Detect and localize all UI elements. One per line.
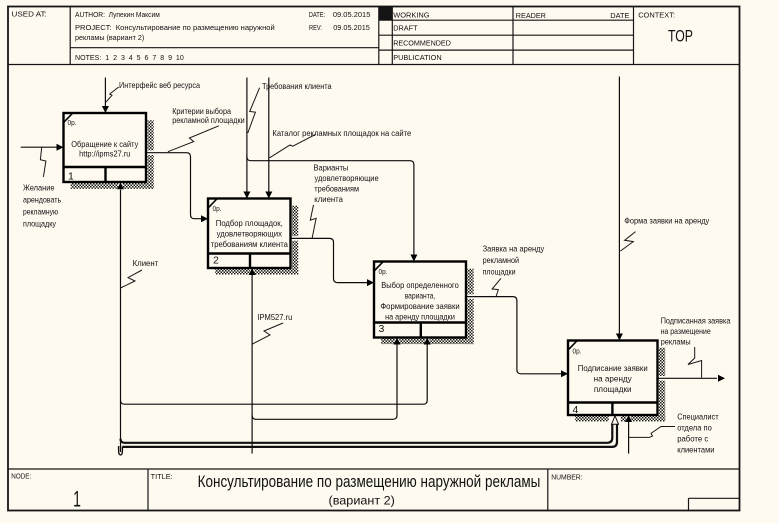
svg-text:RECOMMENDED: RECOMMENDED	[393, 39, 451, 48]
svg-text:на размещение: на размещение	[661, 326, 711, 336]
svg-text:Клиент: Клиент	[133, 258, 159, 268]
svg-text:рекламной: рекламной	[483, 255, 520, 265]
svg-text:клиентами: клиентами	[677, 445, 714, 455]
svg-text:варианта,: варианта,	[405, 291, 436, 301]
svg-text:Консультирование по размещению: Консультирование по размещению наружной …	[198, 473, 541, 491]
svg-text:(вариант 2): (вариант 2)	[329, 494, 395, 508]
svg-text:4: 4	[573, 404, 579, 416]
svg-text:READER: READER	[516, 11, 547, 20]
svg-text:Форма заявки на аренду: Форма заявки на аренду	[624, 216, 710, 226]
svg-text:требованиям клиента: требованиям клиента	[211, 239, 288, 249]
svg-text:TITLE:: TITLE:	[151, 472, 173, 481]
svg-text:DATE: DATE	[610, 11, 629, 20]
svg-text:на аренду площадки: на аренду площадки	[385, 312, 455, 322]
svg-text:площадку: площадку	[23, 219, 57, 229]
svg-text:09.05.2015: 09.05.2015	[333, 10, 371, 19]
svg-text:работе с: работе с	[677, 434, 709, 444]
svg-text:отдела по: отдела по	[677, 423, 712, 433]
svg-text:арендовать: арендовать	[23, 195, 62, 205]
svg-text:0р.: 0р.	[573, 347, 582, 356]
svg-text:требованиям: требованиям	[314, 184, 359, 194]
svg-text:NODE:: NODE:	[11, 472, 31, 481]
svg-text:Заявка на аренду: Заявка на аренду	[483, 244, 545, 254]
svg-text:рекламы (вариант 2): рекламы (вариант 2)	[75, 33, 145, 42]
svg-text:Выбор определенного: Выбор определенного	[381, 280, 459, 290]
svg-text:USED AT:: USED AT:	[12, 9, 47, 18]
svg-text:Подписанная заявка: Подписанная заявка	[661, 316, 731, 326]
svg-text:рекламную: рекламную	[23, 207, 58, 217]
svg-text:Подписание заявки: Подписание заявки	[578, 363, 648, 373]
svg-text:WORKING: WORKING	[393, 11, 430, 20]
svg-text:NUMBER:: NUMBER:	[551, 472, 582, 481]
svg-text:3: 3	[379, 323, 385, 335]
svg-text:AUTHOR: Лупекин Максим: AUTHOR: Лупекин Максим	[75, 10, 160, 19]
svg-text:Желание: Желание	[23, 183, 55, 193]
svg-text:http://ipms27.ru: http://ipms27.ru	[79, 149, 130, 159]
svg-text:площадки: площадки	[483, 267, 516, 277]
svg-text:удовлетворяющие: удовлетворяющие	[315, 173, 379, 183]
svg-text:IPM527.ru: IPM527.ru	[257, 312, 292, 322]
svg-text:0р.: 0р.	[68, 118, 77, 127]
svg-text:DATE:: DATE:	[309, 10, 326, 19]
svg-text:Подбор площадок,: Подбор площадок,	[216, 218, 283, 228]
svg-text:09.05.2015: 09.05.2015	[333, 23, 370, 32]
svg-text:Интерфейс веб ресурса: Интерфейс веб ресурса	[119, 80, 200, 90]
svg-text:Специалист: Специалист	[677, 412, 718, 422]
svg-text:1: 1	[68, 171, 74, 183]
svg-text:рекламной площадки: рекламной площадки	[172, 115, 245, 125]
svg-text:0р.: 0р.	[379, 267, 388, 276]
svg-text:клиента: клиента	[314, 194, 343, 204]
svg-text:TOP: TOP	[668, 28, 693, 46]
svg-text:DRAFT: DRAFT	[393, 24, 418, 33]
svg-text:0р.: 0р.	[213, 204, 222, 213]
svg-text:Варианты: Варианты	[314, 163, 349, 173]
svg-text:2: 2	[213, 255, 219, 267]
svg-text:1: 1	[73, 487, 81, 512]
svg-text:Каталог рекламных площадок на: Каталог рекламных площадок на сайте	[272, 128, 411, 138]
svg-text:рекламы: рекламы	[661, 337, 691, 347]
svg-text:PUBLICATION: PUBLICATION	[393, 53, 442, 62]
svg-text:удовлетворяющих: удовлетворяющих	[217, 229, 283, 239]
svg-text:Обращение к сайту: Обращение к сайту	[71, 139, 139, 149]
svg-text:CONTEXT:: CONTEXT:	[638, 11, 675, 20]
svg-text:на аренду: на аренду	[594, 374, 633, 384]
svg-text:площадки: площадки	[594, 384, 632, 394]
svg-text:Требования клиента: Требования клиента	[262, 81, 332, 91]
svg-text:PROJECT: Консультирование по: PROJECT: Консультирование по размещению …	[75, 23, 275, 32]
svg-text:Критерии выбора: Критерии выбора	[172, 106, 231, 116]
svg-text:Формирование заявки: Формирование заявки	[380, 301, 459, 311]
svg-text:REV:: REV:	[309, 23, 322, 32]
svg-text:NOTES: 1 2 3 4 5 6 7 8: NOTES: 1 2 3 4 5 6 7 8 9 10	[75, 53, 184, 62]
